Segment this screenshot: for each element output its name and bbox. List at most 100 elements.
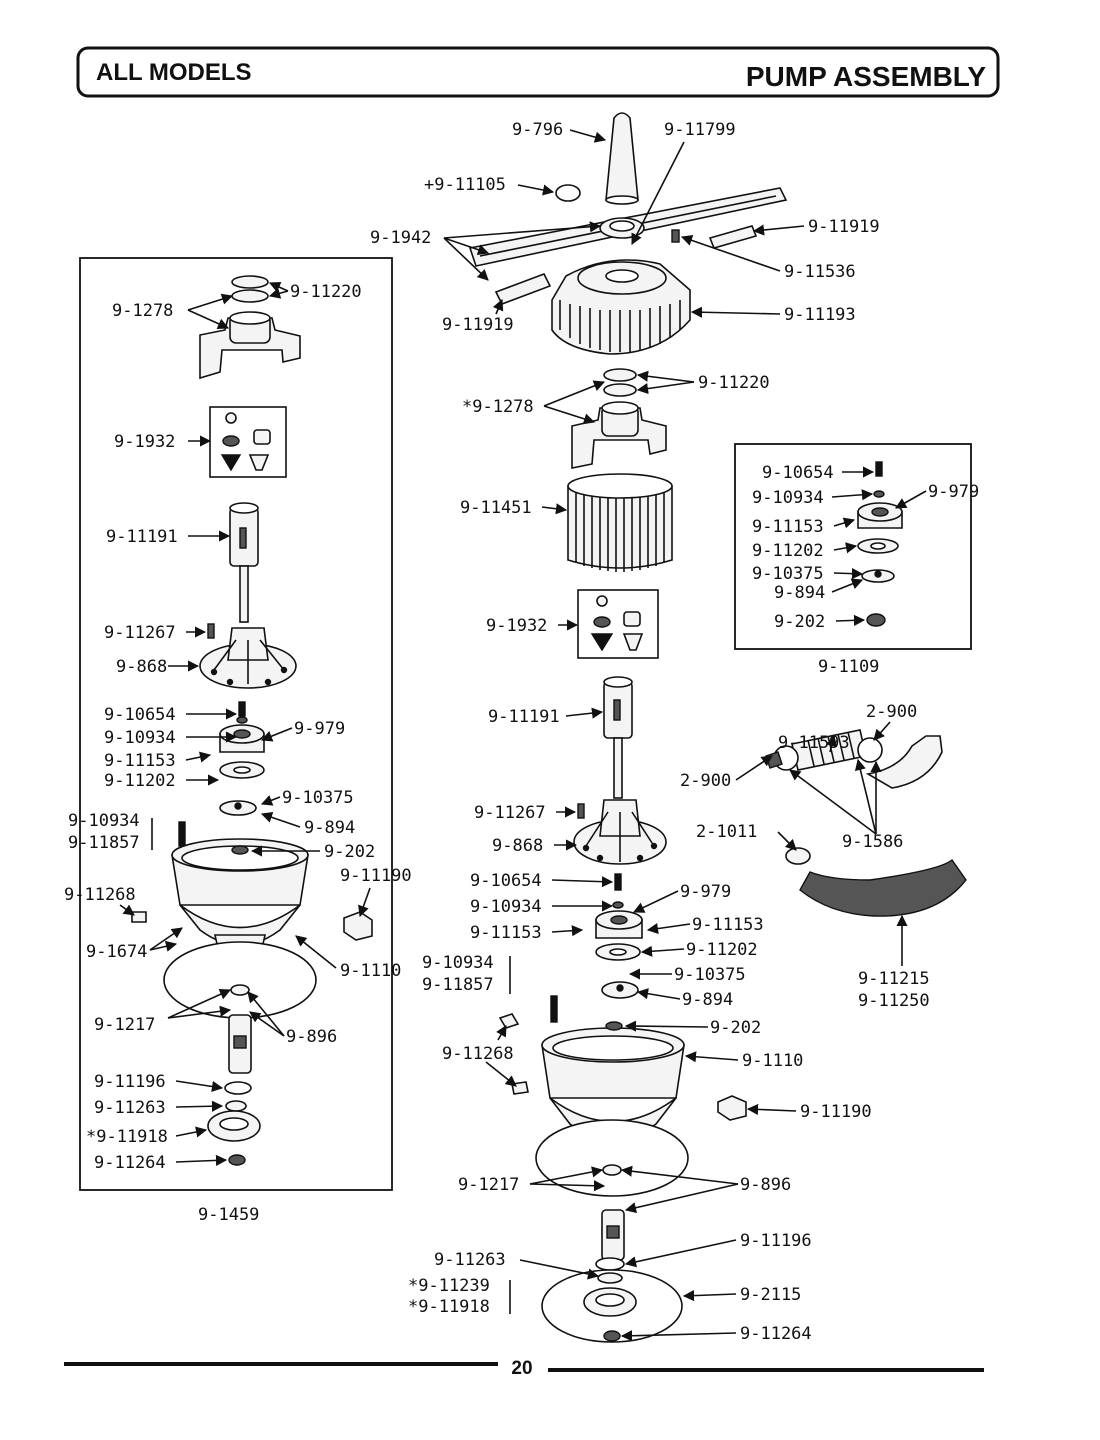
- center-label-11451: 9-11451: [460, 498, 532, 518]
- left-label-868: 9-868: [116, 657, 167, 677]
- center-spray-arm: [468, 187, 788, 306]
- center-label-11919-r: 9-11919: [808, 217, 880, 237]
- center-label-11857: 9-11857: [422, 975, 494, 995]
- center-label-894: 9-894: [682, 990, 733, 1010]
- center-shroud: [551, 259, 691, 355]
- center-label-11264: 9-11264: [740, 1324, 812, 1344]
- center-label-868: 9-868: [492, 836, 543, 856]
- left-label-1217: 9-1217: [94, 1015, 155, 1035]
- left-panel-caption: 9-1459: [198, 1205, 259, 1225]
- left-label-896: 9-896: [286, 1027, 337, 1047]
- left-impeller-group: [219, 701, 265, 816]
- center-label-11196: 9-11196: [740, 1231, 812, 1251]
- center-impeller-group: [595, 873, 643, 999]
- center-label-1110: 9-1110: [742, 1051, 803, 1071]
- center-pump-housing: [498, 995, 747, 1197]
- right-panel-frame: [734, 443, 972, 650]
- center-label-11153-l: 9-11153: [470, 923, 542, 943]
- right-label-11153: 9-11153: [752, 517, 824, 537]
- center-label-11799: 9-11799: [664, 120, 736, 140]
- center-label-11220: 9-11220: [698, 373, 770, 393]
- center-label-1942: 9-1942: [370, 228, 431, 248]
- center-label-10375: 9-10375: [674, 965, 746, 985]
- right-label-10375: 9-10375: [752, 564, 824, 584]
- left-bearing-bracket: [199, 275, 301, 380]
- right-label-202: 9-202: [774, 612, 825, 632]
- right-label-894: 9-894: [774, 583, 825, 603]
- center-label-202: 9-202: [710, 1018, 761, 1038]
- center-label-10654: 9-10654: [470, 871, 542, 891]
- left-label-11202: 9-11202: [104, 771, 176, 791]
- left-label-11918: *9-11918: [86, 1127, 168, 1147]
- left-label-10934: 9-10934: [104, 728, 176, 748]
- left-label-1278: 9-1278: [112, 301, 173, 321]
- center-label-1217: 9-1217: [458, 1175, 519, 1195]
- footer: 20: [64, 1358, 984, 1379]
- left-label-11268: 9-11268: [64, 885, 136, 905]
- center-label-896: 9-896: [740, 1175, 791, 1195]
- hose-label-2900-left: 2-900: [680, 771, 731, 791]
- center-label-10934b: 9-10934: [422, 953, 494, 973]
- center-label-11919-l: 9-11919: [442, 315, 514, 335]
- right-label-10934: 9-10934: [752, 488, 824, 508]
- right-label-10654: 9-10654: [762, 463, 834, 483]
- center-label-2115: 9-2115: [740, 1285, 801, 1305]
- hose-label-1011: 2-1011: [696, 822, 757, 842]
- hose-group: 2-900 9-11593 2-900 2-1011 9-1586 9-1121…: [680, 702, 967, 1011]
- left-label-11220: 9-11220: [290, 282, 362, 302]
- header-left-title: ALL MODELS: [96, 59, 252, 86]
- center-label-11190: 9-11190: [800, 1102, 872, 1122]
- center-bearing-bracket: [571, 368, 667, 469]
- center-label-1932: 9-1932: [486, 616, 547, 636]
- center-label-10934: 9-10934: [470, 897, 542, 917]
- hose-label-1586: 9-1586: [842, 832, 903, 852]
- left-pump-housing: [131, 821, 373, 1019]
- center-kit-1932: [577, 589, 659, 659]
- center-label-11918: *9-11918: [408, 1297, 490, 1317]
- left-panel-frame: [79, 257, 393, 1191]
- center-label-1278: *9-1278: [462, 397, 534, 417]
- center-label-11239: *9-11239: [408, 1276, 490, 1296]
- left-label-202: 9-202: [324, 842, 375, 862]
- center-label-11268: 9-11268: [442, 1044, 514, 1064]
- left-label-10375: 9-10375: [282, 788, 354, 808]
- left-label-11263: 9-11263: [94, 1098, 166, 1118]
- left-label-10654: 9-10654: [104, 705, 176, 725]
- header-bar: ALL MODELS PUMP ASSEMBLY: [76, 46, 1000, 98]
- center-spider: [573, 799, 667, 865]
- header-right-title: PUMP ASSEMBLY: [746, 61, 986, 92]
- right-label-979: 9-979: [928, 482, 979, 502]
- hose-label-11593: 9-11593: [778, 733, 850, 753]
- left-label-11190: 9-11190: [340, 866, 412, 886]
- center-label-11105: +9-11105: [424, 175, 506, 195]
- center-label-11267: 9-11267: [474, 803, 546, 823]
- left-label-11153: 9-11153: [104, 751, 176, 771]
- left-label-979: 9-979: [294, 719, 345, 739]
- left-label-894: 9-894: [304, 818, 355, 838]
- left-label-1932: 9-1932: [114, 432, 175, 452]
- center-label-11191: 9-11191: [488, 707, 560, 727]
- center-filter-screen: [567, 473, 673, 572]
- left-spider: [199, 623, 297, 689]
- hose-label-11215: 9-11215: [858, 969, 930, 989]
- right-label-11202: 9-11202: [752, 541, 824, 561]
- left-label-11264: 9-11264: [94, 1153, 166, 1173]
- left-label-11196: 9-11196: [94, 1072, 166, 1092]
- left-label-10934b: 9-10934: [68, 811, 140, 831]
- left-panel: 9-1278 9-11220 9-1932 9-11191 9-11267 9-…: [64, 257, 412, 1225]
- center-lower-shaft-pulley: [541, 1164, 683, 1343]
- left-label-11857: 9-11857: [68, 833, 140, 853]
- right-panel: 9-10654 9-10934 9-979 9-11153 9-11202 9-…: [734, 443, 979, 677]
- center-disc-11105: [555, 184, 581, 202]
- center-label-11263: 9-11263: [434, 1250, 506, 1270]
- center-label-796: 9-796: [512, 120, 563, 140]
- hose-label-2900-top: 2-900: [866, 702, 917, 722]
- right-panel-caption: 9-1109: [818, 657, 879, 677]
- center-label-11202: 9-11202: [686, 940, 758, 960]
- center-label-11536: 9-11536: [784, 262, 856, 282]
- center-label-979: 9-979: [680, 882, 731, 902]
- hose-label-11250: 9-11250: [858, 991, 930, 1011]
- left-label-1674: 9-1674: [86, 942, 147, 962]
- center-tube-796: [605, 112, 639, 205]
